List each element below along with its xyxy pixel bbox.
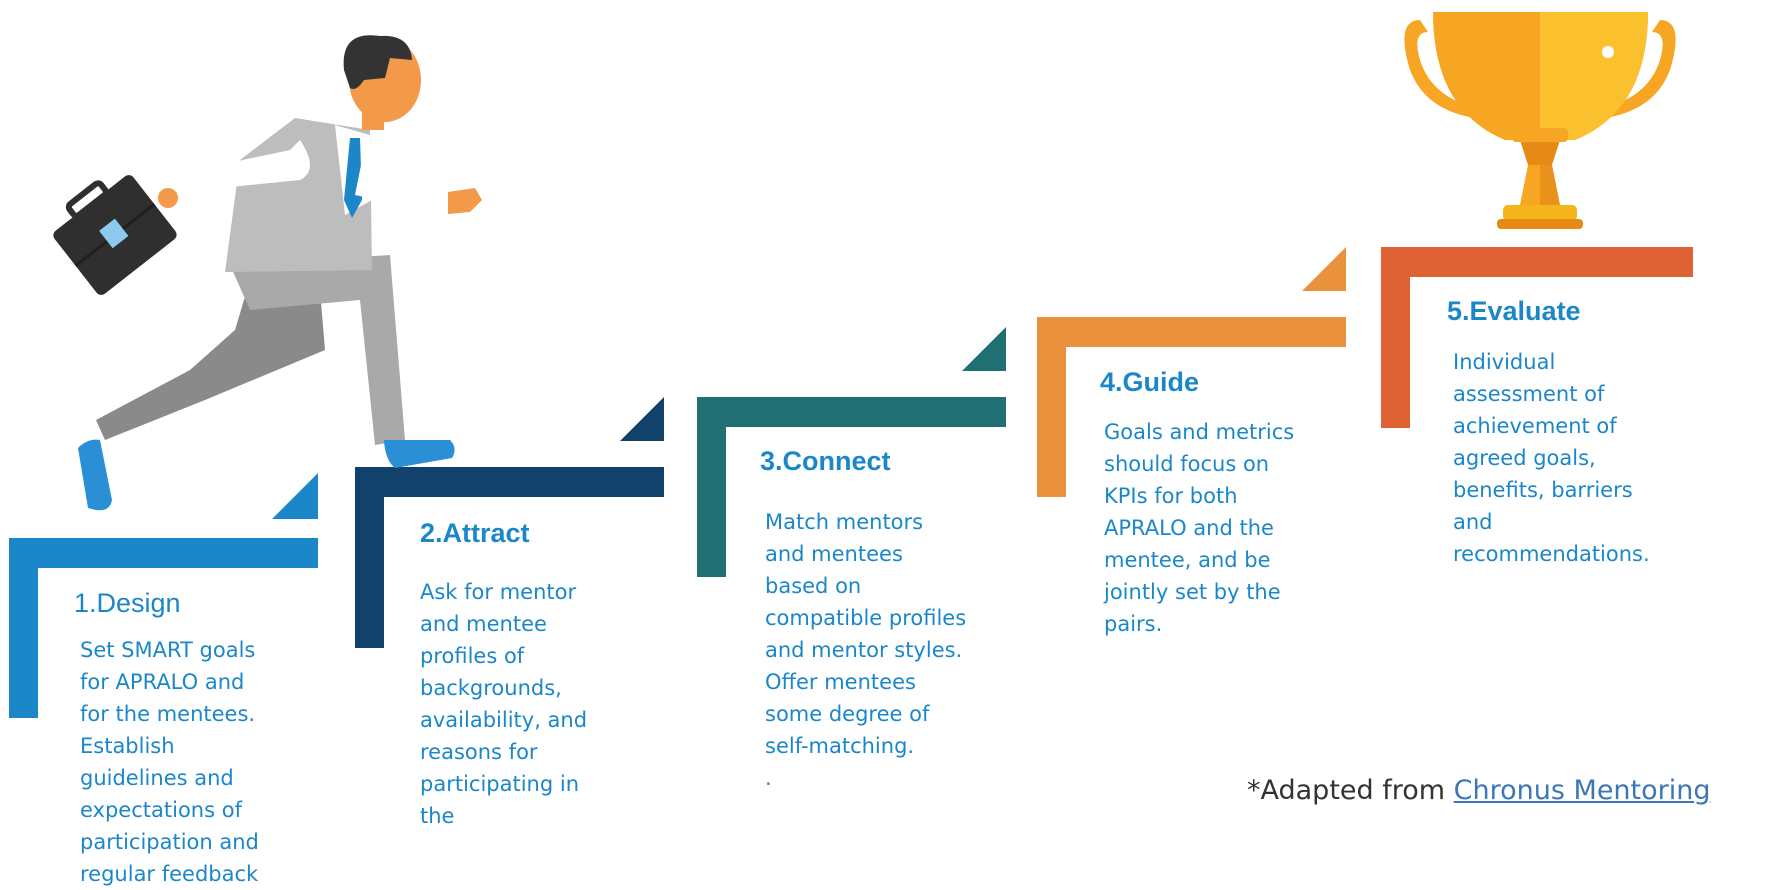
step-5-description: Individual assessment of achievement of … [1453, 346, 1650, 570]
step-2-line: backgrounds, [420, 676, 562, 700]
step-2-line: reasons for [420, 740, 538, 764]
step-4-description: Goals and metrics should focus on KPIs f… [1104, 416, 1294, 640]
step-1-corner-triangle [272, 473, 318, 519]
step-5-line: recommendations. [1453, 542, 1650, 566]
step-1-line: expectations of [80, 798, 242, 822]
step-4-line: KPIs for both [1104, 484, 1238, 508]
step-3-line: compatible profiles [765, 606, 967, 630]
step-3-line: Match mentors [765, 510, 924, 534]
step-3-line: based on [765, 574, 862, 598]
step-1-line: participation and [80, 830, 259, 854]
step-4-line: APRALO and the [1104, 516, 1274, 540]
step-3-line: . [765, 766, 772, 790]
source-credit: *Adapted from Chronus Mentoring [1247, 775, 1711, 806]
step-1-description: Set SMART goals for APRALO and for the m… [80, 634, 259, 890]
step-1-line: guidelines and [80, 766, 234, 790]
step-3-line: and mentor styles. [765, 638, 963, 662]
step-2-line: and mentee [420, 612, 547, 636]
step-5-line: achievement of [1453, 414, 1617, 438]
step-4-line: should focus on [1104, 452, 1270, 476]
step-2-stair [355, 397, 664, 648]
chronus-mentoring-link[interactable]: Chronus Mentoring [1453, 775, 1711, 806]
step-1-line: Set SMART goals [80, 638, 256, 662]
step-3-description: Match mentors and mentees based on compa… [765, 506, 966, 794]
step-5-line: Individual [1453, 350, 1556, 374]
step-5-line: agreed goals, [1453, 446, 1596, 470]
step-1-line: regular feedback [80, 862, 259, 886]
step-3-stair [697, 327, 1006, 577]
step-2-corner-triangle [620, 397, 664, 441]
step-1-line: Establish [80, 734, 175, 758]
businessman-climbing-icon [53, 35, 482, 511]
step-5-line: benefits, barriers [1453, 478, 1633, 502]
step-4-line: pairs. [1104, 612, 1163, 636]
step-2-line: participating in [420, 772, 580, 796]
trophy-icon [1404, 12, 1676, 229]
step-3-line: some degree of [765, 702, 930, 726]
step-3-line: self-matching. [765, 734, 915, 758]
step-4-corner-triangle [1302, 247, 1346, 291]
step-3-title: 3.Connect [760, 446, 891, 476]
step-4-line: mentee, and be [1104, 548, 1271, 572]
step-2-description: Ask for mentor and mentee profiles of ba… [420, 576, 587, 832]
step-1-line: for APRALO and [80, 670, 245, 694]
step-4-stair [1037, 247, 1346, 497]
credit-prefix: *Adapted from [1247, 775, 1454, 806]
step-3-line: and mentees [765, 542, 903, 566]
step-2-line: availability, and [420, 708, 588, 732]
step-2-title: 2.Attract [420, 518, 530, 548]
step-2-line: the [420, 804, 455, 828]
step-5-line: assessment of [1453, 382, 1605, 406]
step-5-title: 5.Evaluate [1447, 296, 1581, 326]
step-4-line: jointly set by the [1104, 580, 1281, 604]
step-3-corner-triangle [962, 327, 1006, 371]
step-4-title: 4.Guide [1100, 367, 1200, 397]
step-1-title: 1.Design [74, 588, 181, 618]
step-5-line: and [1453, 510, 1493, 534]
step-4-line: Goals and metrics [1104, 420, 1295, 444]
step-5-stair [1381, 247, 1693, 428]
step-3-line: Offer mentees [765, 670, 916, 694]
step-1-line: for the mentees. [80, 702, 256, 726]
step-2-line: profiles of [420, 644, 525, 668]
step-2-line: Ask for mentor [420, 580, 577, 604]
step-1-stair [9, 473, 318, 718]
